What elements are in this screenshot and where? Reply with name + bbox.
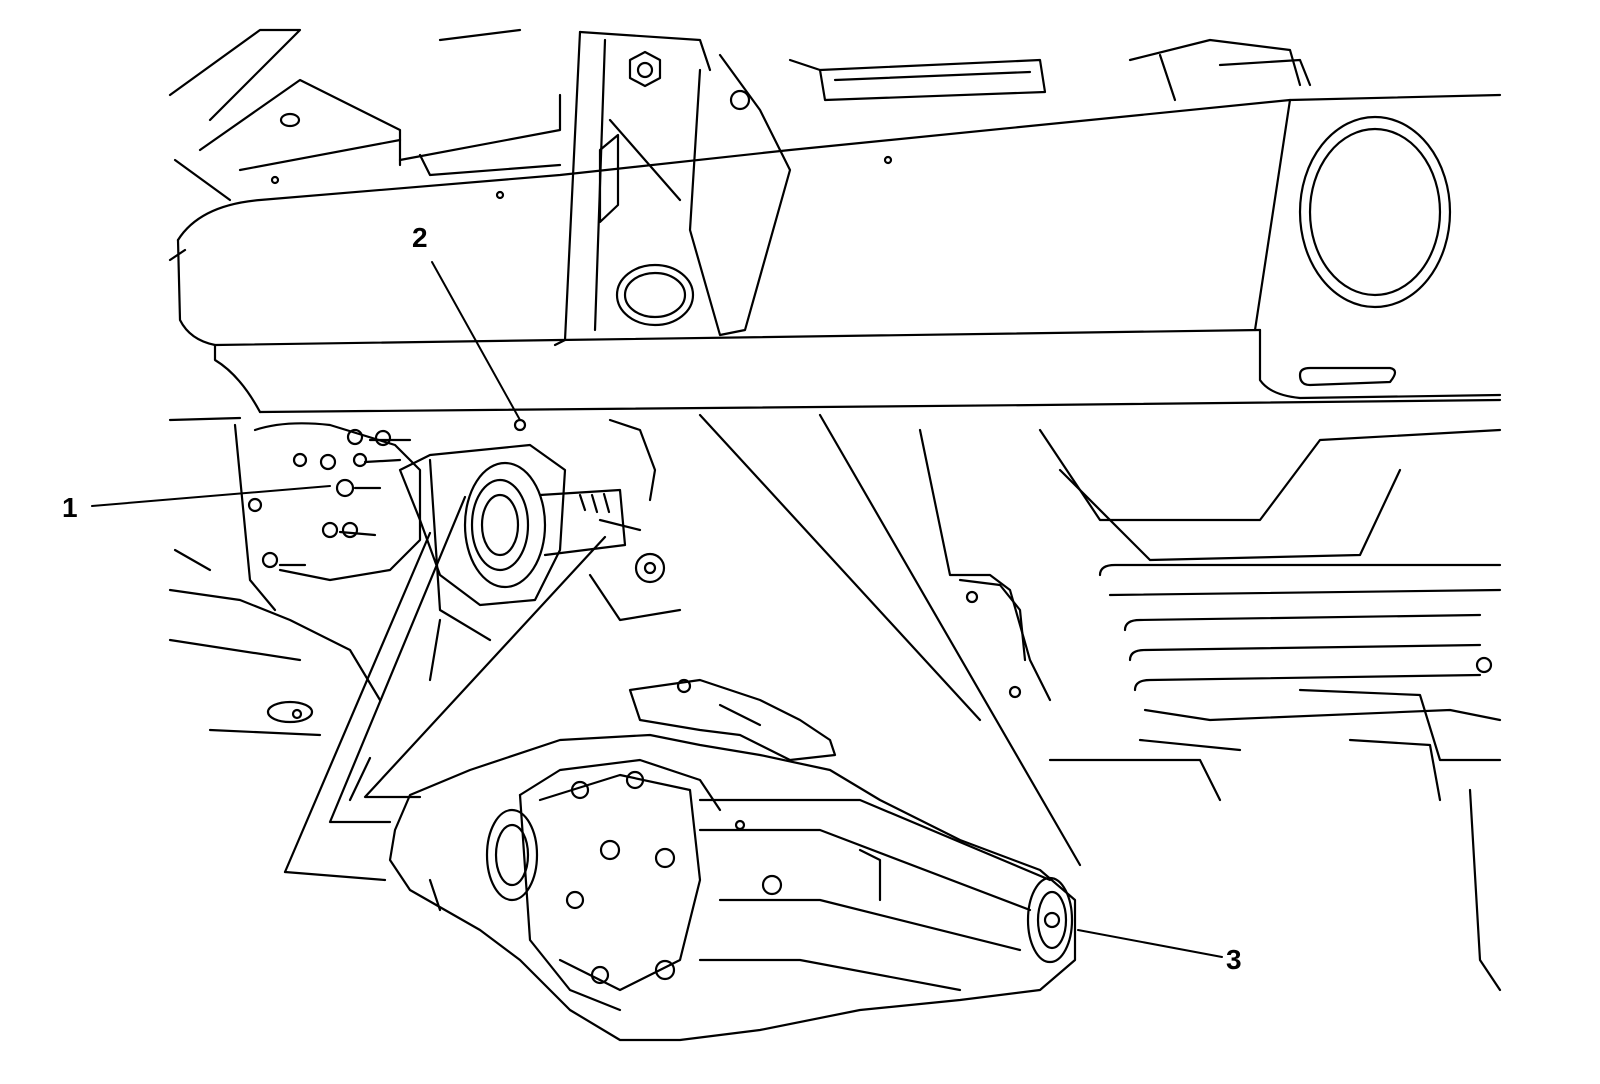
- callout-3: 3: [1226, 944, 1242, 975]
- projection-lines: [285, 497, 605, 880]
- frame-upper-right: [790, 40, 1310, 100]
- leader-line-3: [1078, 930, 1222, 957]
- callout-2: 2: [412, 222, 428, 253]
- floor-rails-right: [700, 415, 1500, 990]
- chassis-background: [170, 30, 560, 260]
- chassis-lower-left: [170, 418, 380, 735]
- transfer-case: [390, 735, 1075, 1040]
- input-housing: [400, 420, 680, 680]
- cross-member: [178, 95, 1500, 412]
- hanger-bracket: [630, 680, 835, 760]
- transmission-flange: [235, 423, 420, 610]
- leader-line-1: [92, 486, 330, 506]
- mount-bracket: [555, 32, 790, 345]
- leader-lines: [92, 262, 1222, 957]
- callout-1: 1: [62, 492, 78, 523]
- leader-line-2: [432, 262, 520, 420]
